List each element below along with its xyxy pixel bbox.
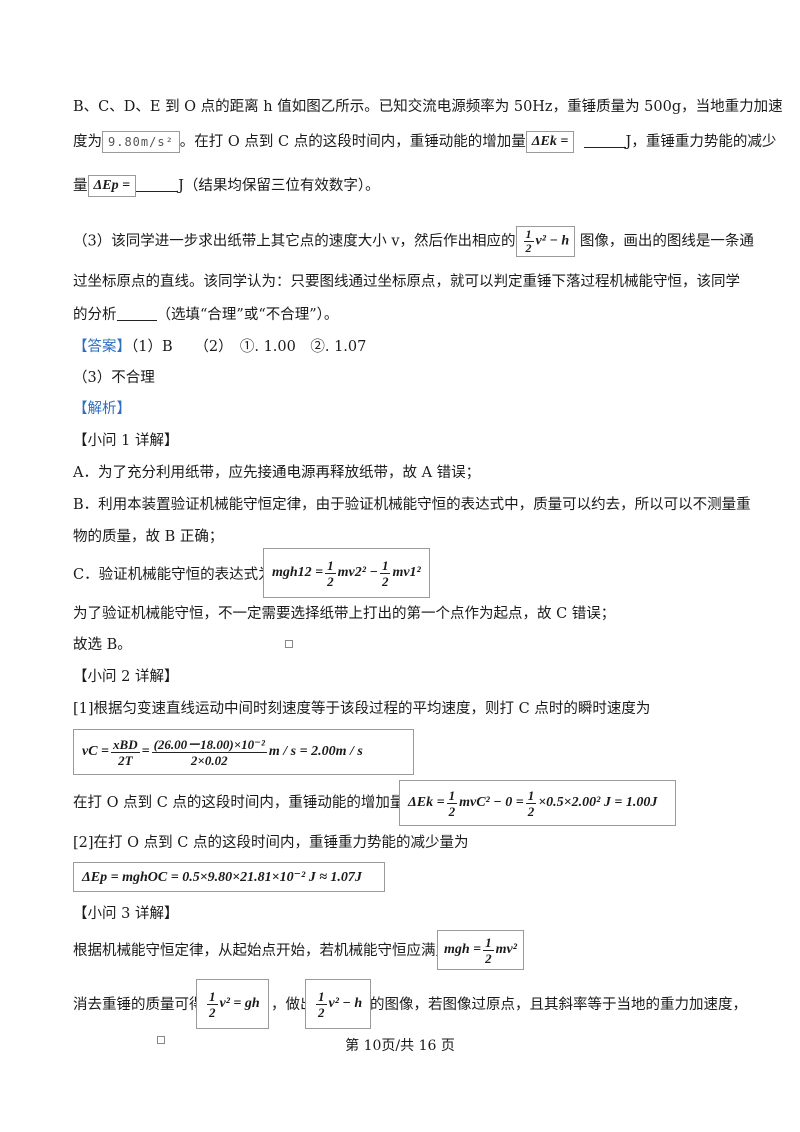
q3-para-2c: 的图像，若图像过原点，且其斜率等于当地的重力加速度，	[370, 997, 747, 1013]
delta-ep-box: ΔEp =	[87, 175, 137, 197]
q1-option-b-1: B．利用本装置验证机械能守恒定律，由于验证机械能守恒的表达式中，质量可以约去，所…	[73, 497, 751, 513]
footer-square	[157, 1036, 165, 1044]
placeholder-square	[285, 640, 293, 648]
q3-para-2: 消去重锤的质量可得	[73, 997, 204, 1013]
analysis-tag: 【解析】	[73, 401, 131, 417]
blank-ep	[136, 175, 179, 192]
text-line-5: 过坐标原点的直线。该同学认为：只要图线通过坐标原点，就可以判定重锤下落过程机械能…	[73, 274, 740, 290]
q1-option-c-2: 为了验证机械能守恒，不一定需要选择纸带上打出的第一个点作为起点，故 C 错误；	[73, 606, 616, 622]
q1-option-b-2: 物的质量，故 B 正确；	[73, 529, 224, 545]
q2-para-1: [1]根据匀变速直线运动中间时刻速度等于该段过程的平均速度，则打 C 点时的瞬时…	[73, 701, 651, 717]
answer-line: 【答案】（1）B （2） ①. 1.00 ②. 1.07	[73, 339, 367, 355]
formula-ep: ΔEp = mghOC = 0.5×9.80×21.81×10⁻² J ≈ 1.…	[73, 862, 385, 892]
delta-ek-box: ΔEk =	[525, 131, 575, 153]
q1-option-c-1: C．验证机械能守恒的表达式为	[73, 567, 273, 583]
page-footer: 第 10页/共 16 页	[345, 1038, 455, 1054]
q2-para-2: 在打 O 点到 C 点的这段时间内，重锤动能的增加量为	[73, 795, 419, 811]
section-q3: 【小问 3 详解】	[73, 906, 179, 922]
q1-option-a: A．为了充分利用纸带，应先接通电源再释放纸带，故 A 错误；	[73, 465, 481, 481]
text-line-6: 的分析（选填“合理”或“不合理”）。	[73, 304, 338, 326]
section-q2: 【小问 2 详解】	[73, 669, 179, 685]
q3-para-2b: ，做出	[271, 997, 315, 1013]
blank-ek	[583, 131, 626, 148]
q1-choice: 故选 B。	[73, 637, 132, 653]
section-q1: 【小问 1 详解】	[73, 433, 179, 449]
text-line-1: B、C、D、E 到 O 点的距离 h 值如图乙所示。已知交流电源频率为 50Hz…	[73, 99, 783, 115]
gravity-value-box: 9.80m/s²	[102, 131, 180, 153]
q3-para-1: 根据机械能守恒定律，从起始点开始，若机械能守恒应满足	[73, 943, 450, 959]
answer-tag: 【答案】	[73, 339, 131, 355]
blank-analysis	[116, 304, 157, 321]
q2-para-3: [2]在打 O 点到 C 点的这段时间内，重锤重力势能的减少量为	[73, 835, 469, 851]
answer-line-3: （3）不合理	[73, 370, 155, 386]
